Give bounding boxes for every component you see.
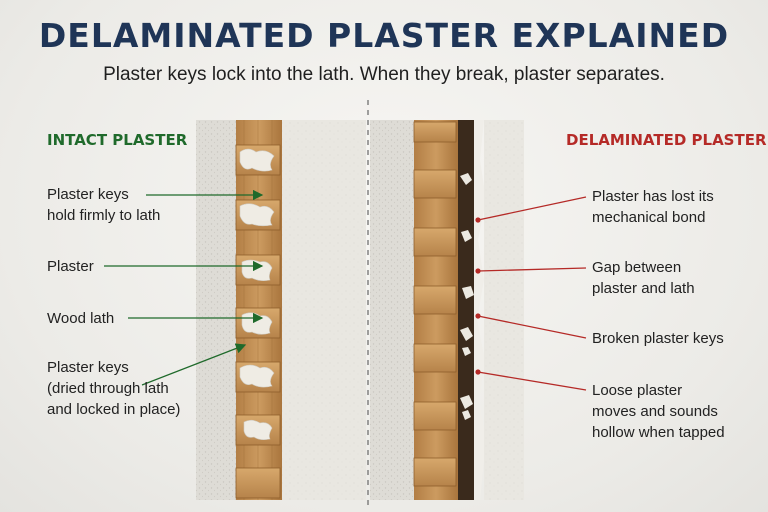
delam-loose-plaster-edge xyxy=(474,120,486,500)
delam-label-gap: Gap between plaster and lath xyxy=(592,259,695,297)
delam-lath-blocks xyxy=(413,121,457,487)
delam-label-broken-keys: Broken plaster keys xyxy=(592,330,724,347)
delam-leader-dots xyxy=(475,217,481,375)
page-subtitle: Plaster keys lock into the lath. When th… xyxy=(103,64,665,85)
intact-rough-plaster xyxy=(196,120,236,500)
intact-label-wood-lath: Wood lath xyxy=(47,310,115,327)
intact-heading: INTACT PLASTER xyxy=(47,131,188,149)
delam-leader-lines xyxy=(477,196,587,391)
delam-label-loose-plaster: Loose plaster moves and sounds hollow wh… xyxy=(592,382,725,441)
page-title: DELAMINATED PLASTER EXPLAINED xyxy=(38,16,730,55)
delaminated-section xyxy=(370,120,524,500)
delaminated-heading: DELAMINATED PLASTER xyxy=(566,131,767,149)
delam-plaster-coat xyxy=(484,120,524,500)
intact-plaster-coat xyxy=(282,120,366,500)
intact-leader-lines xyxy=(104,189,264,386)
intact-section xyxy=(196,120,366,500)
delam-label-lost-bond: Plaster has lost its mechanical bond xyxy=(592,188,714,226)
intact-label-plaster: Plaster xyxy=(47,258,94,275)
broken-key-fragments xyxy=(460,173,474,420)
delam-rough-plaster xyxy=(370,120,414,500)
intact-label-keys-locked: Plaster keys (dried through lath and loc… xyxy=(47,359,181,418)
intact-label-keys-hold: Plaster keys hold firmly to lath xyxy=(47,186,161,224)
